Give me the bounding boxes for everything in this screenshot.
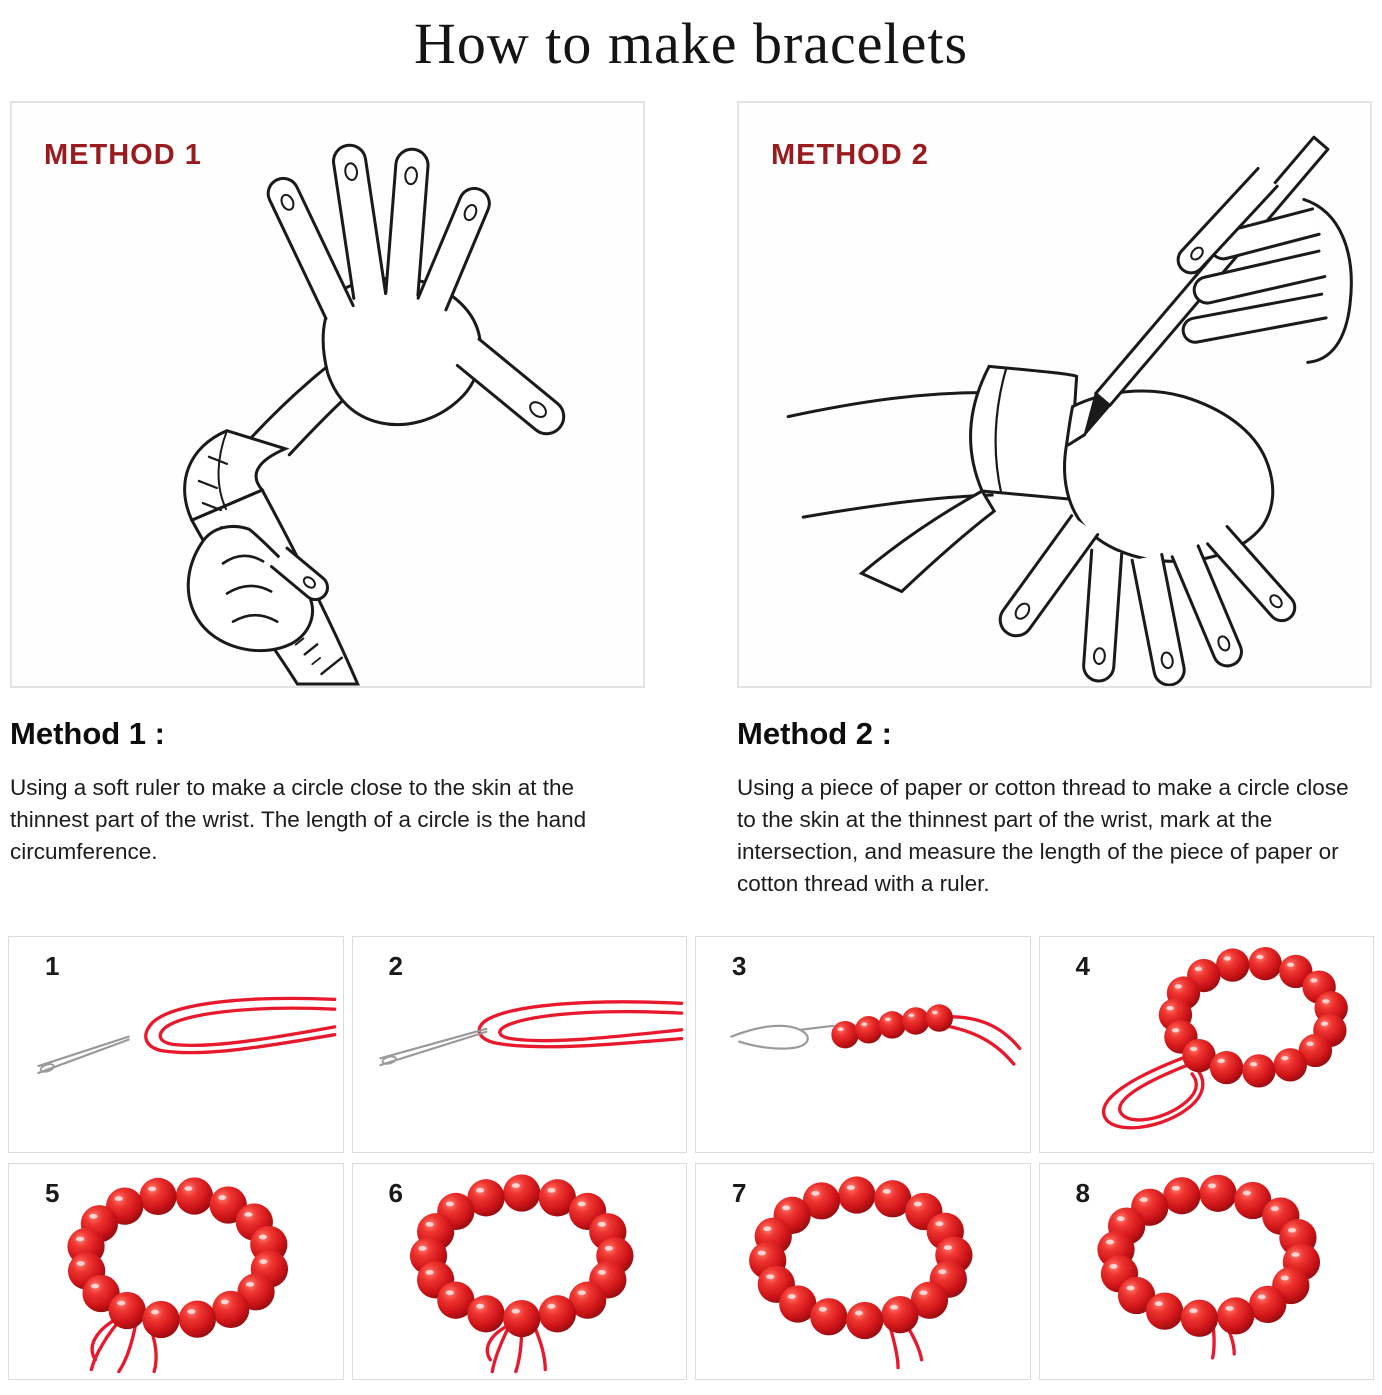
method-1-description-block: Method 1 : Using a soft ruler to make a … <box>10 716 645 900</box>
bracelet-tighten-cords-illustration <box>409 1174 634 1373</box>
bead-ring-with-cord-loop-illustration <box>1101 946 1348 1130</box>
method-1-description: Using a soft ruler to make a circle clos… <box>10 775 587 864</box>
method-1-panel: METHOD 1 <box>10 101 645 688</box>
step-number: 8 <box>1075 1177 1090 1208</box>
bracelet-knotting-illustration <box>749 1176 973 1370</box>
thread-needle-through-cord-illustration <box>378 999 683 1066</box>
method-2-description-block: Method 2 : Using a piece of paper or cot… <box>737 716 1372 900</box>
step-number: 5 <box>45 1177 60 1208</box>
step-number: 1 <box>45 950 60 981</box>
needle-and-folded-cord-illustration <box>37 996 337 1074</box>
step-cell-6: 6 <box>351 1162 687 1380</box>
step-cell-4: 4 <box>1038 935 1374 1153</box>
method-1-label: METHOD 1 <box>44 139 202 171</box>
step-cell-1: 1 <box>8 935 344 1153</box>
step-number: 2 <box>388 950 403 981</box>
page-title: How to make bracelets <box>413 11 969 76</box>
step-number: 6 <box>388 1177 403 1208</box>
method-2-heading: Method 2 : <box>737 716 892 751</box>
bracelet-loose-cords-illustration <box>67 1177 289 1373</box>
step-number: 7 <box>732 1177 747 1208</box>
step-cell-3: 3 <box>695 935 1031 1153</box>
string-first-beads-illustration <box>730 1004 1022 1066</box>
method-panels: METHOD 1 METHOD 2 <box>0 101 1382 688</box>
step-cell-5: 5 <box>8 1162 344 1380</box>
method-2-description: Using a piece of paper or cotton thread … <box>737 775 1349 896</box>
step-cell-7: 7 <box>695 1162 1031 1380</box>
step-number: 4 <box>1075 950 1090 981</box>
measure-wrist-with-soft-ruler-illustration <box>183 143 566 686</box>
finished-bracelet-illustration <box>1096 1174 1320 1360</box>
method-descriptions: Method 1 : Using a soft ruler to make a … <box>0 716 1382 900</box>
method-2-label: METHOD 2 <box>771 139 929 171</box>
method-1-heading: Method 1 : <box>10 716 165 751</box>
method-2-panel: METHOD 2 <box>737 101 1372 688</box>
step-cell-8: 8 <box>1038 1162 1374 1380</box>
step-number: 3 <box>732 950 747 981</box>
step-cell-2: 2 <box>351 935 687 1153</box>
assembly-steps: 1 2 3 4 5 6 7 8 <box>0 935 1382 1380</box>
mark-paper-strip-with-pen-illustration <box>786 135 1353 686</box>
